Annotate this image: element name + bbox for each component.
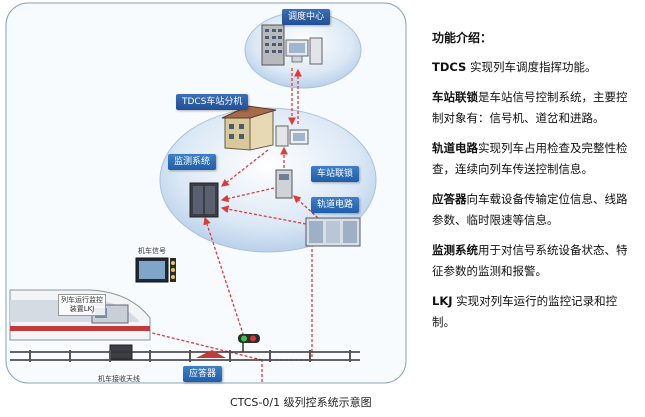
arrow-track-interlock [293,195,319,219]
monitor-cabinet-icon [189,182,219,218]
transponder-label: 应答器 [183,366,223,382]
dispatch-building-icon [261,24,285,66]
arrow-track-monitor [220,205,307,225]
monitor-system-label: 监测系统 [168,154,217,170]
rails [10,351,360,361]
track-circuit-equipment-icon [305,217,361,247]
panel-title: 功能介绍： [432,31,493,45]
arrow-track-train [138,327,263,361]
intro-text: 用于对信号系统设备状态、特征参数的监测和报警。 [432,243,628,278]
track-circuit-label: 轨道电路 [311,197,360,213]
lkj-label: 列车运行监控 装置LKJ [58,294,106,316]
intro-term: LKJ [432,294,453,308]
tdcs-station-label: TDCS车站分机 [176,94,249,110]
tdcs-computer-icon [275,125,309,147]
loco-signal-display-icon [135,257,176,283]
wayside-signal-icon [238,334,260,352]
intro-item-interlock: 车站联锁是车站信号控制系统，主要控制对象有：信号机、道岔和进路。 [432,87,638,129]
intro-item-monitor: 监测系统用于对信号系统设备状态、特征参数的监测和报警。 [432,240,638,282]
intro-text: 实现对列车运行的监控记录和控制。 [432,294,618,329]
lkj-label-line1: 列车运行监控 [61,296,103,304]
intro-term: 车站联锁 [432,90,478,104]
transponder-icon [196,350,226,358]
loco-antenna-label: 机车接收天线 [98,375,140,383]
lkj-label-line2: 装置LKJ [69,305,95,313]
dispatch-workstation-icon [285,37,323,65]
arrow-signal-monitor [203,216,246,341]
interlock-computer-icon [275,169,293,199]
intro-term: TDCS [432,60,467,74]
rail-ties [29,350,351,362]
intro-item-track-circuit: 轨道电路实现列车占用检查及完整性检查，连续向列车传送控制信息。 [432,138,638,180]
arrow-interlock-monitor [220,187,275,203]
station-interlock-label: 车站联锁 [311,166,360,182]
diagram-caption: CTCS-0/1 级列控系统示意图 [230,396,372,409]
loco-signal-label: 机车信号 [138,247,166,255]
tdcs-station-building-icon [221,105,277,151]
intro-item-tdcs: TDCS 实现列车调度指挥功能。 [432,57,638,78]
intro-text: 实现列车调度指挥功能。 [466,60,597,74]
intro-item-lkj: LKJ 实现对列车运行的监控记录和控制。 [432,291,638,333]
intro-term: 监测系统 [432,243,478,257]
dispatch-center-label: 调度中心 [282,9,331,25]
diagram-canvas [5,2,407,384]
intro-text: 实现列车占用检查及完整性检查，连续向列车传送控制信息。 [432,141,628,176]
ctcs-diagram: 调度中心 TDCS车站分机 监测系统 车站联锁 轨道电路 应答器 机车信号 列车… [5,2,407,409]
intro-text: 是车站信号控制系统，主要控制对象有：信号机、道岔和进路。 [432,90,628,125]
intro-item-transponder: 应答器向车载设备传输定位信息、线路参数、临时限速等信息。 [432,189,638,231]
function-intro-panel: 功能介绍： TDCS 实现列车调度指挥功能。 车站联锁是车站信号控制系统，主要控… [432,28,638,342]
intro-term: 应答器 [432,192,467,206]
intro-text: 向车载设备传输定位信息、线路参数、临时限速等信息。 [432,192,628,227]
intro-term: 轨道电路 [432,141,478,155]
